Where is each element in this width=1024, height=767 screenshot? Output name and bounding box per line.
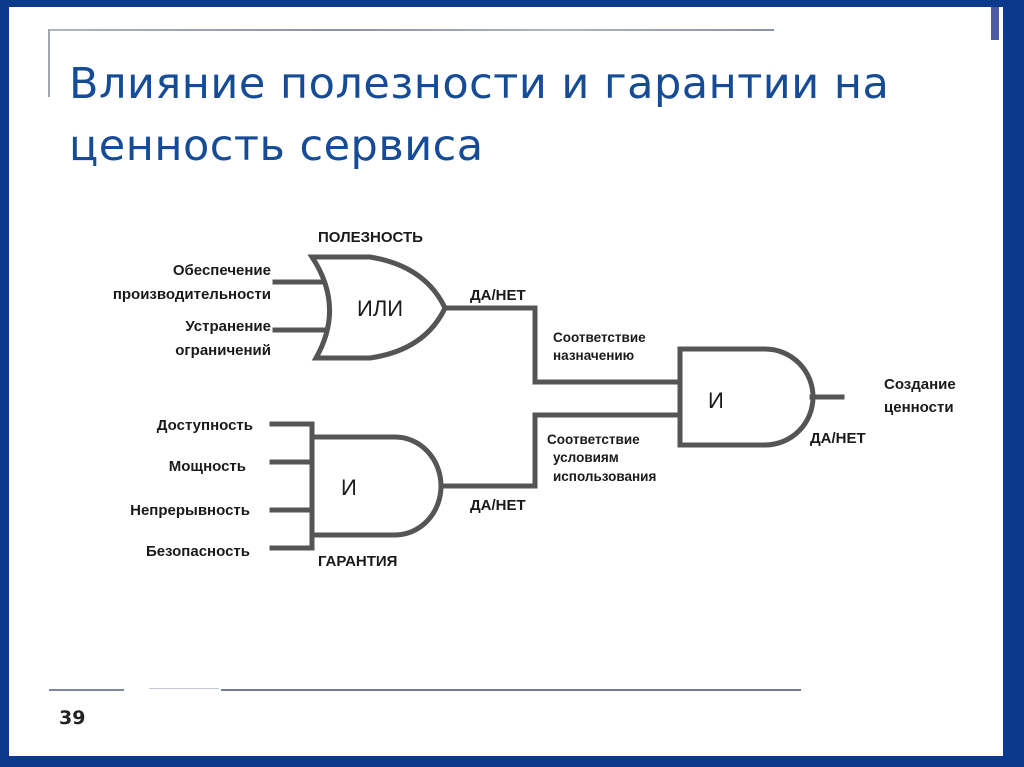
slide-title: Влияние полезности и гарантии на ценност…	[69, 53, 889, 177]
warranty-label: ГАРАНТИЯ	[318, 553, 397, 570]
and-gate-warranty-shape	[309, 434, 444, 538]
or-gate-shape	[307, 254, 448, 361]
warranty-output-wire	[438, 412, 683, 489]
use-fit-label: условиям	[553, 450, 619, 465]
title-line-1: Влияние полезности и гарантии на	[69, 59, 890, 109]
use-fit-label: использования	[553, 469, 656, 484]
value-creation-label: ценности	[884, 399, 954, 416]
input-label: ограничений	[175, 342, 271, 359]
purpose-fit-label: Соответствие	[553, 330, 646, 345]
utility-label: ПОЛЕЗНОСТЬ	[318, 229, 423, 246]
slide: Влияние полезности и гарантии на ценност…	[9, 7, 1003, 756]
input-label: Устранение	[185, 318, 271, 335]
warranty-gate-symbol: И	[341, 475, 357, 500]
page-number: 39	[59, 707, 86, 729]
input-label: производительности	[113, 286, 271, 303]
input-label: Обеспечение	[173, 262, 271, 279]
input-label: Непрерывность	[130, 502, 250, 519]
value-creation-label: Создание	[884, 376, 956, 393]
warranty-output-label: ДА/НЕТ	[470, 497, 526, 514]
and-gate-value-shape	[677, 346, 816, 448]
use-fit-label: Соответствие	[547, 432, 640, 447]
utility-output-wire	[442, 305, 683, 385]
input-label: Доступность	[157, 417, 253, 434]
or-gate-utility: ИЛИ ПОЛЕЗНОСТЬ Обеспечение производитель…	[113, 229, 526, 361]
bottom-divider	[149, 688, 219, 689]
title-line-2: ценность сервиса	[69, 121, 484, 171]
and-gate-warranty: И ГАРАНТИЯ Доступность Мощность Непрерыв…	[130, 417, 526, 570]
scrollbar-thumb[interactable]	[991, 7, 999, 40]
or-output-label: ДА/НЕТ	[470, 287, 526, 304]
or-gate-symbol: ИЛИ	[357, 296, 403, 321]
top-divider	[49, 29, 774, 31]
bottom-divider	[221, 689, 801, 691]
value-gate-symbol: И	[708, 388, 724, 413]
input-label: Мощность	[169, 458, 246, 475]
input-label: Безопасность	[146, 543, 250, 560]
purpose-fit-label: назначению	[553, 348, 634, 363]
and-gate-value: И Соответствие назначению Соответствие у…	[547, 330, 956, 484]
bottom-divider	[49, 689, 124, 691]
title-accent-line	[48, 29, 50, 97]
value-output-label: ДА/НЕТ	[810, 430, 866, 447]
